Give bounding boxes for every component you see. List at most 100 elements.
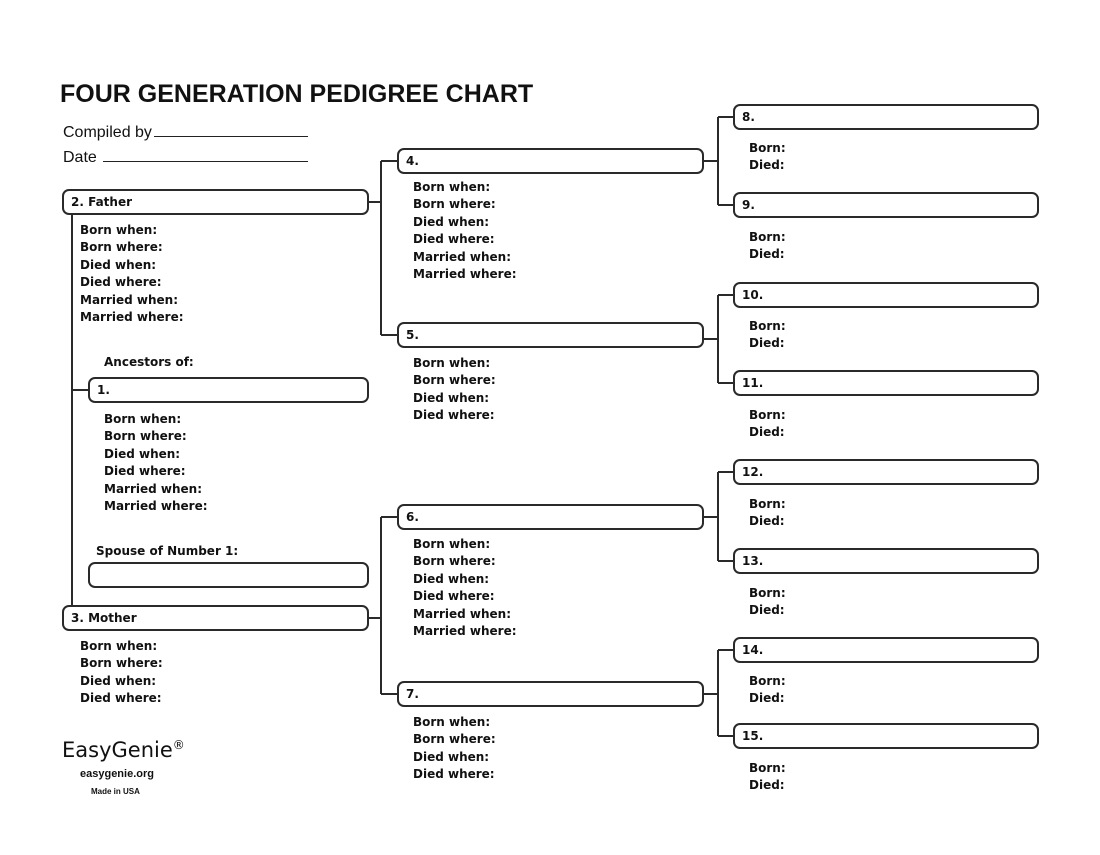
person-box-14[interactable]: 14.	[733, 637, 1039, 663]
person-label: 2. Father	[71, 195, 133, 209]
person8-fields: Born: Died:	[749, 140, 786, 175]
person5-fields: Born when: Born where: Died when: Died w…	[413, 355, 496, 425]
field-label: Born where:	[413, 732, 496, 747]
person-box-5[interactable]: 5.	[397, 322, 704, 348]
field-label: Born when:	[413, 537, 491, 551]
person-label: 3. Mother	[71, 611, 137, 625]
field-label: Died:	[749, 336, 785, 351]
person6-fields: Born when: Born where: Died when: Died w…	[413, 536, 517, 640]
field-label: Born where:	[80, 656, 163, 671]
made-in-label: Made in USA	[91, 787, 140, 796]
person-label: 13.	[742, 554, 764, 568]
brand-name: EasyGenie	[62, 738, 173, 762]
field-label: Died where:	[413, 589, 495, 604]
mother-fields: Born when: Born where: Died when: Died w…	[80, 638, 163, 708]
field-label: Died when:	[80, 257, 157, 272]
compiled-by-label: Compiled by	[63, 124, 152, 141]
person-box-8[interactable]: 8.	[733, 104, 1039, 130]
field-label: Married when:	[80, 292, 179, 307]
field-label: Died:	[749, 603, 785, 618]
page-title: FOUR GENERATION PEDIGREE CHART	[60, 80, 534, 108]
person-box-4[interactable]: 4.	[397, 148, 704, 174]
person-box-13[interactable]: 13.	[733, 548, 1039, 574]
field-label: Married where:	[413, 623, 517, 638]
ancestors-of-label: Ancestors of:	[104, 355, 194, 369]
person11-fields: Born: Died:	[749, 407, 786, 442]
field-label: Married when:	[413, 249, 512, 264]
person4-fields: Born when: Born where: Died when: Died w…	[413, 179, 517, 283]
person14-fields: Born: Died:	[749, 673, 786, 708]
brand-logo: EasyGenie®	[62, 738, 185, 762]
field-label: Born:	[749, 674, 786, 688]
person-label: 12.	[742, 465, 764, 479]
person-label: 7.	[406, 687, 419, 701]
person-label: 1.	[97, 383, 110, 397]
field-label: Died when:	[104, 446, 181, 461]
brand-website: easygenie.org	[80, 768, 154, 780]
compiled-by-row: Compiled by	[63, 122, 308, 142]
compiled-by-field[interactable]	[153, 122, 308, 137]
person-box-9[interactable]: 9.	[733, 192, 1039, 218]
field-label: Born:	[749, 141, 786, 155]
field-label: Died where:	[80, 691, 162, 706]
person-box-6[interactable]: 6.	[397, 504, 704, 530]
field-label: Died:	[749, 158, 785, 173]
field-label: Died where:	[413, 408, 495, 423]
person-label: 15.	[742, 729, 764, 743]
person-box-7[interactable]: 7.	[397, 681, 704, 707]
field-label: Married where:	[413, 266, 517, 281]
field-label: Died where:	[413, 232, 495, 247]
field-label: Born where:	[413, 373, 496, 388]
person1-fields: Born when: Born where: Died when: Died w…	[104, 411, 208, 515]
registered-mark: ®	[172, 738, 185, 752]
field-label: Born when:	[413, 715, 491, 729]
field-label: Born when:	[413, 356, 491, 370]
person-label: 11.	[742, 376, 764, 390]
date-field[interactable]	[102, 147, 308, 162]
person7-fields: Born when: Born where: Died when: Died w…	[413, 714, 496, 784]
field-label: Died:	[749, 778, 785, 793]
person-label: 14.	[742, 643, 764, 657]
person-box-11[interactable]: 11.	[733, 370, 1039, 396]
field-label: Married when:	[104, 481, 203, 496]
date-row: Date	[63, 147, 308, 167]
date-label: Date	[63, 149, 97, 166]
field-label: Born when:	[104, 412, 182, 426]
person-label: 5.	[406, 328, 419, 342]
field-label: Died:	[749, 514, 785, 529]
field-label: Born where:	[413, 197, 496, 212]
person10-fields: Born: Died:	[749, 318, 786, 353]
field-label: Born when:	[413, 180, 491, 194]
person-box-12[interactable]: 12.	[733, 459, 1039, 485]
field-label: Died where:	[80, 275, 162, 290]
field-label: Died when:	[413, 749, 490, 764]
field-label: Died when:	[413, 390, 490, 405]
field-label: Born:	[749, 319, 786, 333]
person-box-15[interactable]: 15.	[733, 723, 1039, 749]
person13-fields: Born: Died:	[749, 585, 786, 620]
person-label: 4.	[406, 154, 419, 168]
field-label: Died where:	[104, 464, 186, 479]
spouse-box[interactable]	[88, 562, 369, 588]
field-label: Born where:	[80, 240, 163, 255]
field-label: Born:	[749, 497, 786, 511]
field-label: Died:	[749, 691, 785, 706]
person-box-mother[interactable]: 3. Mother	[62, 605, 369, 631]
person-box-10[interactable]: 10.	[733, 282, 1039, 308]
field-label: Died when:	[80, 673, 157, 688]
father-fields: Born when: Born where: Died when: Died w…	[80, 222, 184, 326]
person-label: 6.	[406, 510, 419, 524]
field-label: Married where:	[104, 498, 208, 513]
person-box-father[interactable]: 2. Father	[62, 189, 369, 215]
field-label: Married when:	[413, 606, 512, 621]
field-label: Died when:	[413, 571, 490, 586]
field-label: Born where:	[104, 429, 187, 444]
person9-fields: Born: Died:	[749, 229, 786, 264]
field-label: Died:	[749, 247, 785, 262]
field-label: Born where:	[413, 554, 496, 569]
person-box-1[interactable]: 1.	[88, 377, 369, 403]
field-label: Born:	[749, 408, 786, 422]
field-label: Married where:	[80, 309, 184, 324]
field-label: Died when:	[413, 214, 490, 229]
